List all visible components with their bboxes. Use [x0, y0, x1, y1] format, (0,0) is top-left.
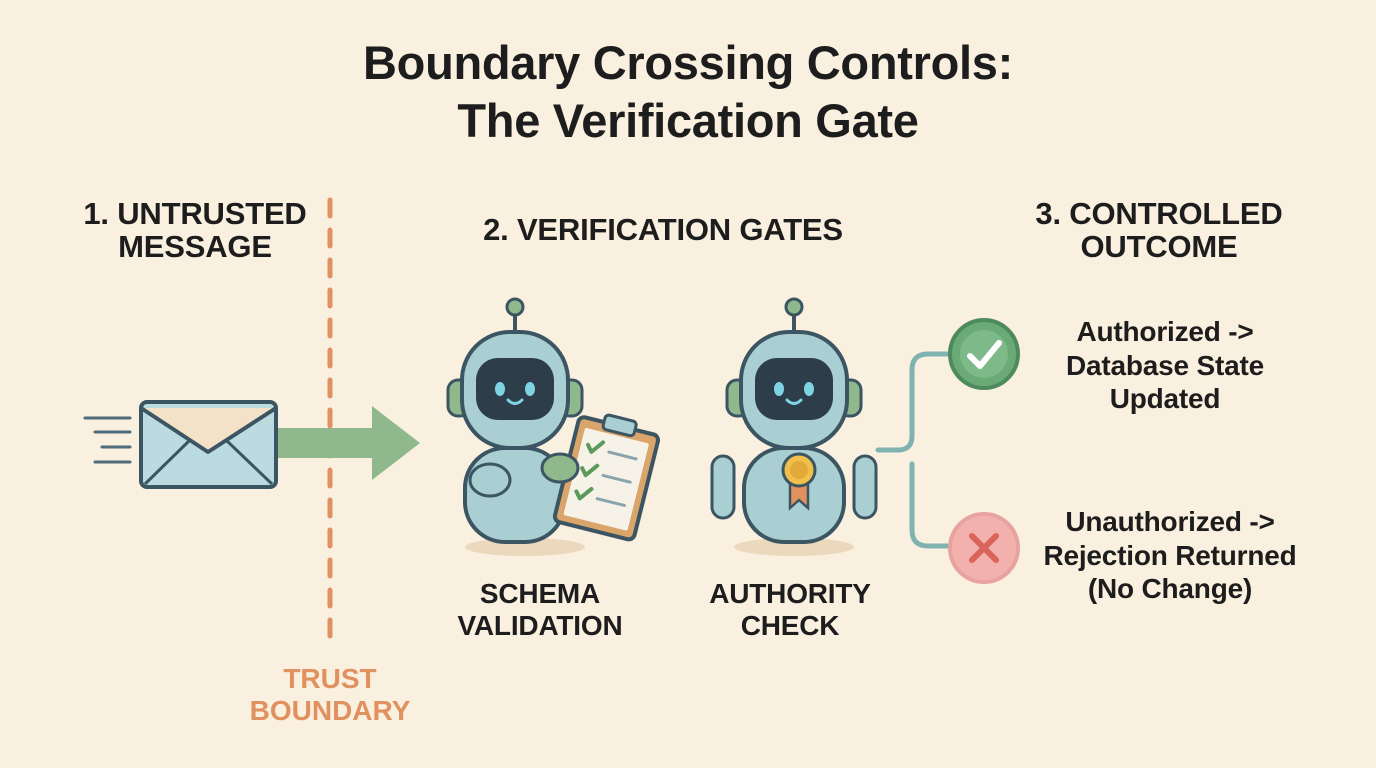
outcome-label: Authorized ->: [1076, 316, 1254, 347]
outcome-label: Unauthorized ->: [1065, 506, 1275, 537]
section-verification-gates: 2. VERIFICATION GATES: [420, 212, 906, 247]
gate-label: SCHEMA: [479, 578, 601, 609]
diagram-title: Boundary Crossing Controls: The Verifica…: [188, 34, 1188, 150]
outcome-label: Database State: [1066, 349, 1264, 381]
section-controlled-outcome: 3. CONTROLLED OUTCOME: [1000, 197, 1318, 264]
boundary-label: TRUST: [283, 663, 377, 694]
outcome-label: (No Change): [1087, 573, 1253, 605]
section-label: 3. CONTROLLED: [1035, 196, 1283, 231]
gate-authority-check: AUTHORITY CHECK: [680, 578, 900, 641]
outcome-authorized: Authorized -> Database State Updated: [1010, 315, 1320, 416]
gate-schema-validation: SCHEMA VALIDATION: [430, 578, 650, 641]
section-label: 2. VERIFICATION GATES: [483, 212, 843, 247]
outcome-label: Updated: [1109, 383, 1221, 415]
arrow-right-icon: [278, 406, 420, 480]
envelope-icon: [139, 400, 278, 489]
gate-label: CHECK: [740, 609, 840, 641]
outcome-bracket: [875, 351, 951, 549]
checkmark-icon: [948, 318, 1020, 390]
robot-clipboard-icon: [446, 297, 661, 556]
robot-badge-icon: [710, 297, 878, 556]
title-line-1: Boundary Crossing Controls:: [363, 36, 1013, 89]
outcome-label: Rejection Returned: [1043, 539, 1297, 571]
section-label: 1. UNTRUSTED: [83, 196, 307, 231]
cross-icon: [948, 512, 1020, 584]
gate-label: AUTHORITY: [709, 578, 871, 609]
outcome-unauthorized: Unauthorized -> Rejection Returned (No C…: [1020, 505, 1320, 606]
trust-boundary-label: TRUST BOUNDARY: [228, 663, 432, 727]
speed-lines: [83, 416, 132, 464]
boundary-label: BOUNDARY: [249, 694, 411, 726]
section-label: MESSAGE: [118, 229, 272, 265]
section-label: OUTCOME: [1080, 229, 1238, 265]
title-line-2: The Verification Gate: [457, 93, 919, 147]
gate-label: VALIDATION: [457, 609, 623, 641]
section-untrusted-message: 1. UNTRUSTED MESSAGE: [40, 197, 350, 264]
